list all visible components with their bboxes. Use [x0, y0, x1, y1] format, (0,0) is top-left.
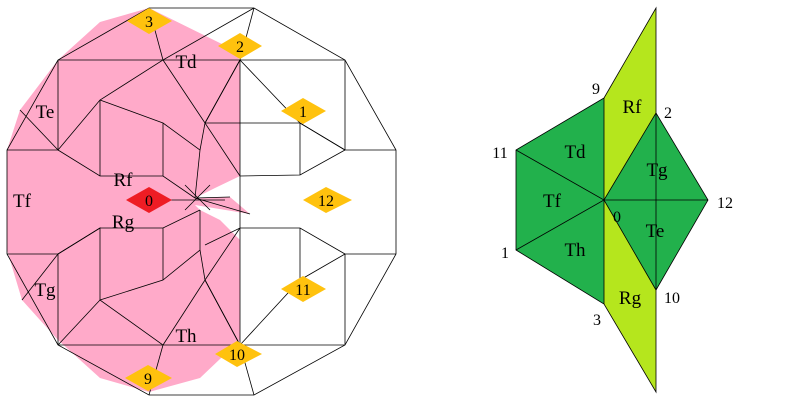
marker-1-diamond	[281, 98, 326, 124]
label-te: Te	[36, 102, 55, 123]
net-label-th: Th	[564, 240, 586, 261]
vertex-0: 0	[613, 209, 621, 226]
marker-1: 1	[299, 104, 307, 121]
marker-10-diamond	[215, 341, 262, 367]
triangle-th	[516, 200, 604, 304]
marker-0: 0	[145, 193, 153, 210]
marker-0-diamond	[126, 187, 172, 213]
label-tg: Tg	[34, 280, 56, 301]
triangle-tf	[516, 150, 604, 250]
marker-2: 2	[236, 39, 244, 56]
vertex-11: 11	[492, 145, 507, 162]
marker-10: 10	[229, 347, 245, 364]
marker-2-diamond	[218, 33, 262, 59]
net-figure: 9 2 11 12 0 1 10 3 Rf Td Tf Th Tg Te Rg	[492, 6, 733, 394]
net-label-rg: Rg	[619, 288, 642, 309]
vertex-10: 10	[664, 290, 680, 307]
rhombus-rg	[604, 200, 656, 392]
dodecagon-figure: 3 2 1 12 11 10 9 0 Te Tf Tg Td Th Rf Rg	[6, 7, 397, 396]
marker-12: 12	[318, 193, 334, 210]
tiling-lines	[7, 7, 396, 396]
vertex-9: 9	[592, 81, 600, 98]
marker-11: 11	[295, 282, 310, 299]
label-th: Th	[175, 326, 197, 347]
vertex-2: 2	[664, 105, 672, 122]
label-td: Td	[175, 52, 197, 73]
net-label-rf: Rf	[623, 97, 643, 118]
vertex-3: 3	[593, 312, 601, 329]
rhombus-rf	[604, 8, 656, 200]
triangle-td	[516, 98, 604, 200]
label-rg: Rg	[112, 212, 135, 233]
orange-markers	[125, 8, 352, 391]
marker-3: 3	[145, 14, 153, 31]
net-label-td: Td	[564, 142, 586, 163]
vertex-12: 12	[717, 195, 733, 212]
marker-9-diamond	[125, 365, 172, 391]
vertex-1: 1	[501, 245, 509, 262]
net-label-te: Te	[646, 221, 665, 242]
label-tf: Tf	[13, 191, 32, 212]
marker-9: 9	[144, 371, 152, 388]
marker-3-diamond	[127, 8, 172, 34]
net-label-tg: Tg	[646, 160, 668, 181]
marker-12-diamond	[303, 187, 352, 213]
marker-11-diamond	[281, 276, 326, 302]
label-rf: Rf	[114, 170, 134, 191]
net-lines	[515, 6, 709, 394]
net-label-tf: Tf	[543, 191, 562, 212]
